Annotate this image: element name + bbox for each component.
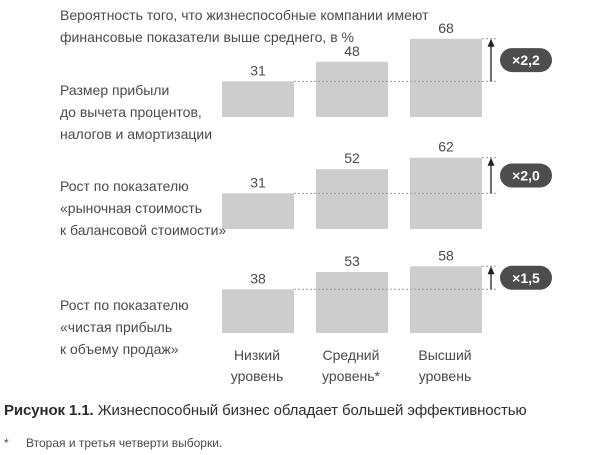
footnote-text: Вторая и третья четверти выборки. <box>26 436 223 450</box>
multiplier-badge-market-to-book <box>500 163 552 188</box>
group-label-net-profit-to-sales: Рост по показателю «чистая прибыль к объ… <box>60 297 189 357</box>
group-label-ebitda: Размер прибыли до вычета процентов, нало… <box>60 82 213 142</box>
category-label-high: Высший уровень <box>418 347 472 384</box>
value-label-net-profit-to-sales-low: 38 <box>250 270 266 286</box>
footnote-mark: * <box>4 436 9 450</box>
arrow-up-icon <box>487 157 495 166</box>
bar-market-to-book-low <box>222 193 294 229</box>
multiplier-text-market-to-book: ×2,0 <box>512 168 540 184</box>
bar-net-profit-to-sales-high <box>410 266 482 333</box>
multiplier-badge-ebitda <box>500 48 552 73</box>
bar-net-profit-to-sales-medium <box>316 272 388 333</box>
arrow-up-icon <box>487 38 495 47</box>
category-label-low: Низкий уровень <box>230 347 284 384</box>
value-label-ebitda-low: 31 <box>250 62 266 78</box>
value-label-market-to-book-medium: 52 <box>344 150 360 166</box>
bar-ebitda-high <box>410 38 482 117</box>
figure-caption: Рисунок 1.1. Жизнеспособный бизнес облад… <box>4 402 527 419</box>
bar-ebitda-low <box>222 81 294 117</box>
bar-chart: 31 48 68 ×2,2 31 52 62 ×2,0 38 53 58 ×1,5 <box>222 20 552 333</box>
bar-net-profit-to-sales-low <box>222 289 294 333</box>
arrow-up-icon <box>487 266 495 275</box>
value-label-net-profit-to-sales-medium: 53 <box>344 253 360 269</box>
group-label-market-to-book: Рост по показателю «рыночная стоимость к… <box>60 178 227 238</box>
value-label-market-to-book-high: 62 <box>438 139 454 155</box>
footnote: * Вторая и третья четверти выборки. <box>4 436 222 450</box>
category-label-medium: Средний уровень* <box>322 347 380 384</box>
multiplier-badge-net-profit-to-sales <box>500 265 552 290</box>
figure-title: Жизнеспособный бизнес обладает большей э… <box>97 402 527 419</box>
chart-header: Вероятность того, что жизнеспособные ком… <box>60 7 429 45</box>
value-label-net-profit-to-sales-high: 58 <box>438 247 454 263</box>
bar-ebitda-medium <box>316 61 388 117</box>
value-label-market-to-book-low: 31 <box>250 174 266 190</box>
multiplier-text-ebitda: ×2,2 <box>512 52 540 68</box>
value-label-ebitda-medium: 48 <box>344 43 360 59</box>
value-label-ebitda-high: 68 <box>438 20 454 36</box>
multiplier-text-net-profit-to-sales: ×1,5 <box>512 270 540 286</box>
figure-number: Рисунок 1.1. <box>4 402 94 419</box>
bar-market-to-book-medium <box>316 169 388 229</box>
